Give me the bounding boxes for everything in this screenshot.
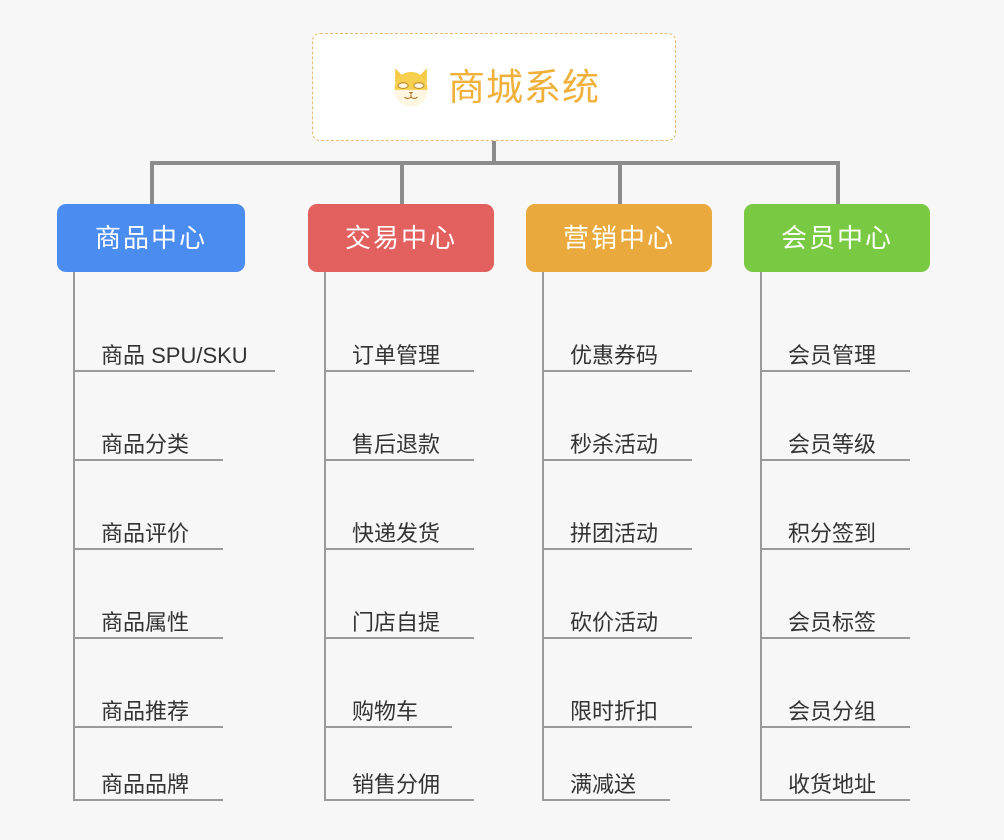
leaf-underline — [73, 370, 275, 372]
leaf-underline — [760, 370, 910, 372]
leaf-underline — [324, 459, 474, 461]
branch-drop-4 — [836, 161, 840, 206]
leaf-underline — [760, 637, 910, 639]
leaf-label: 拼团活动 — [570, 521, 659, 546]
branch-spine-4 — [760, 272, 762, 801]
leaf-label: 会员分组 — [788, 699, 877, 724]
leaf-underline — [542, 726, 692, 728]
leaf-underline — [542, 548, 692, 550]
bus-connector — [150, 161, 840, 165]
leaf-label: 秒杀活动 — [570, 432, 659, 457]
leaf-underline — [324, 726, 452, 728]
leaf-underline — [73, 548, 223, 550]
leaf-label: 商品品牌 — [101, 772, 190, 797]
leaf-label: 门店自提 — [352, 610, 441, 635]
leaf-underline — [542, 799, 670, 801]
branch-spine-3 — [542, 272, 544, 801]
root-title: 商城系统 — [448, 66, 600, 108]
leaf-label: 售后退款 — [352, 432, 441, 457]
leaf-label: 商品评价 — [101, 521, 190, 546]
leaf-label: 购物车 — [352, 699, 419, 724]
leaf-label: 优惠券码 — [570, 343, 659, 368]
leaf-label: 收货地址 — [788, 772, 877, 797]
leaf-label: 积分签到 — [788, 521, 877, 546]
leaf-underline — [760, 548, 910, 550]
leaf-label: 满减送 — [570, 772, 637, 797]
leaf-underline — [760, 799, 910, 801]
branch-header-1[interactable]: 商品中心 — [57, 204, 245, 272]
leaf-underline — [324, 637, 474, 639]
branch-drop-1 — [150, 161, 154, 206]
branch-spine-1 — [73, 272, 75, 801]
leaf-label: 砍价活动 — [570, 610, 659, 635]
leaf-underline — [324, 370, 474, 372]
trunk-connector — [492, 141, 496, 163]
leaf-label: 会员标签 — [788, 610, 877, 635]
leaf-label: 商品推荐 — [101, 699, 190, 724]
leaf-underline — [73, 726, 223, 728]
leaf-underline — [73, 637, 223, 639]
root-node[interactable]: 商城系统 — [312, 33, 676, 141]
leaf-label: 商品 SPU/SKU — [101, 343, 248, 368]
branch-header-label-1: 商品中心 — [94, 223, 207, 253]
leaf-label: 订单管理 — [352, 343, 441, 368]
leaf-label: 商品属性 — [101, 610, 190, 635]
leaf-label: 会员管理 — [788, 343, 877, 368]
branch-spine-2 — [324, 272, 326, 801]
branch-header-4[interactable]: 会员中心 — [744, 204, 930, 272]
leaf-label: 销售分佣 — [352, 772, 441, 797]
leaf-underline — [542, 459, 692, 461]
leaf-label: 限时折扣 — [570, 699, 659, 724]
branch-drop-2 — [400, 161, 404, 206]
leaf-underline — [760, 459, 910, 461]
leaf-label: 会员等级 — [788, 432, 877, 457]
branch-header-2[interactable]: 交易中心 — [308, 204, 494, 272]
branch-header-label-3: 营销中心 — [562, 223, 675, 253]
leaf-underline — [542, 370, 692, 372]
leaf-underline — [73, 459, 223, 461]
leaf-underline — [542, 637, 692, 639]
leaf-label: 快递发货 — [352, 521, 441, 546]
branch-header-label-4: 会员中心 — [780, 223, 893, 253]
leaf-underline — [324, 799, 474, 801]
branch-header-3[interactable]: 营销中心 — [526, 204, 712, 272]
shiba-dog-face-icon — [394, 68, 428, 107]
branch-header-label-2: 交易中心 — [344, 223, 457, 253]
leaf-underline — [760, 726, 910, 728]
leaf-label: 商品分类 — [101, 432, 190, 457]
leaf-underline — [324, 548, 474, 550]
branch-drop-3 — [618, 161, 622, 206]
leaf-underline — [73, 799, 223, 801]
